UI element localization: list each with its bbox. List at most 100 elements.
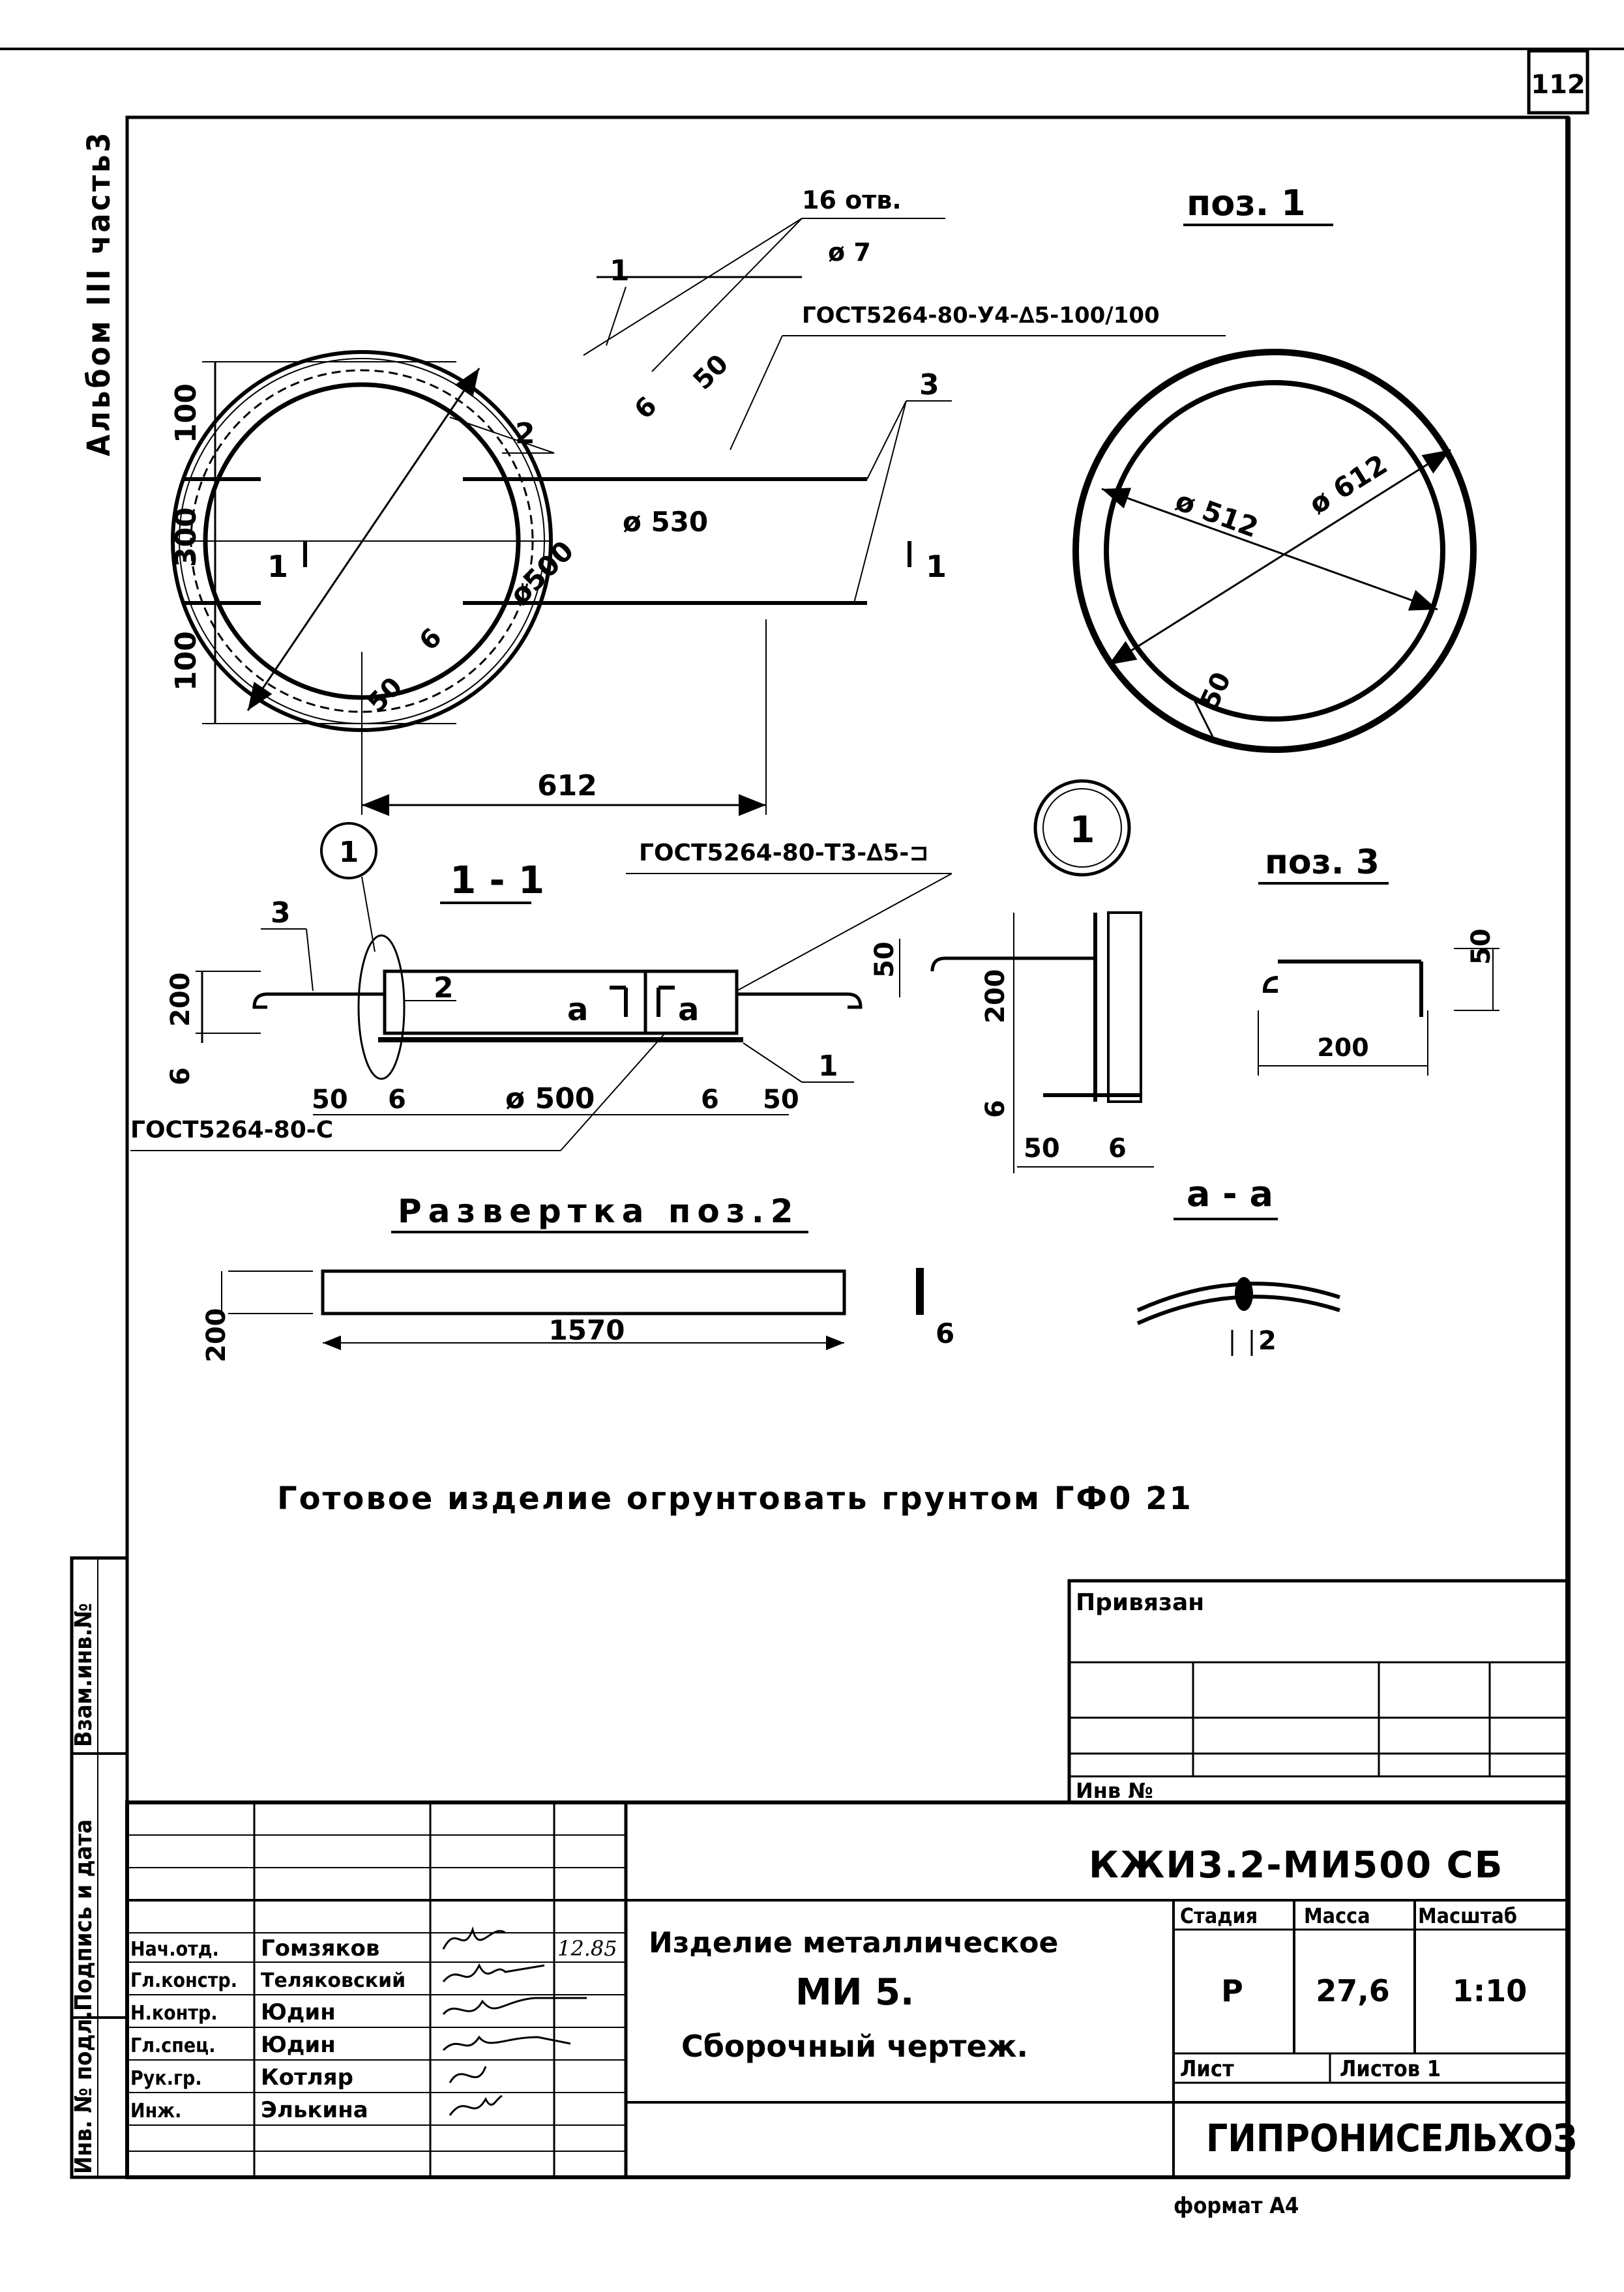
dim-section-6: 6 — [166, 1067, 196, 1085]
dim-dia530: ø 530 — [623, 506, 708, 538]
signatures — [442, 1926, 587, 2116]
name-6: Элькина — [261, 2097, 368, 2123]
sheet-number: 112 — [1531, 70, 1586, 100]
detail-1: 1 200 6 50 6 — [930, 779, 1154, 1173]
organization: ГИПРОНИСЕЛЬХОЗ — [1206, 2116, 1577, 2160]
title-section-a-a: а - а — [1187, 1173, 1273, 1214]
pos1-plan-view: ø500 ø 530 100 300 100 612 1 1 16 отв. ø… — [170, 186, 1226, 816]
side-label-vzam: Взам.инв.№ — [70, 1603, 97, 1747]
section-mark-left: 1 — [267, 549, 288, 584]
title-block: Нач.отд. Гомзяков Гл.констр. Теляковский… — [125, 1800, 1577, 2179]
detail-mark-small: 1 — [339, 836, 359, 869]
callout-2: 2 — [515, 417, 535, 450]
signature-rows: Нач.отд. Гомзяков Гл.констр. Теляковский… — [130, 1926, 617, 2123]
detail-mark: 1 — [1070, 809, 1095, 851]
note-finish: Готовое изделие огрунтовать грунтом ГФ0 … — [277, 1480, 1193, 1517]
pos1-ring-view: поз. 1 ø 512 ø 612 50 — [1072, 183, 1477, 753]
sheet-format: формат А4 — [1174, 2193, 1299, 2219]
col-stage: Стадия — [1180, 1903, 1258, 1928]
col-mass: Масса — [1304, 1903, 1370, 1928]
title-pos1: поз. 1 — [1187, 183, 1306, 224]
dim-detail-200: 200 — [981, 969, 1011, 1024]
sheets-count: Листов 1 — [1340, 2056, 1441, 2082]
name-5: Котляр — [261, 2064, 353, 2091]
title-unfold: Развертка поз.2 — [398, 1192, 800, 1230]
title-pos3: поз. 3 — [1265, 843, 1380, 882]
dim-detail-6: 6 — [981, 1100, 1011, 1118]
dim-50-top: 50 — [688, 349, 735, 396]
callout-3-section: 3 — [271, 896, 291, 930]
callout-3: 3 — [919, 368, 939, 402]
unfold-pos2: Развертка поз.2 200 1570 6 — [201, 1192, 954, 1362]
product-line-1: Изделие металлическое — [649, 1926, 1058, 1960]
dim-6-bottom: 6 — [414, 623, 448, 656]
stage-value: Р — [1221, 1973, 1243, 2008]
dim-section-50-top: 50 — [870, 941, 900, 978]
dim-pos3-200: 200 — [1317, 1033, 1368, 1062]
col-scale: Масштаб — [1418, 1903, 1517, 1928]
inv-label: Инв № — [1076, 1778, 1153, 1803]
note-gost-bottom: ГОСТ5264-80-С — [130, 1117, 333, 1143]
binding-label: Привязан — [1076, 1589, 1204, 1616]
dim-section-50-right: 50 — [763, 1085, 799, 1115]
dim-300: 300 — [170, 507, 203, 567]
product-line-3: Сборочный чертеж. — [681, 2029, 1028, 2064]
title-section-1-1: 1 - 1 — [450, 858, 544, 902]
callout-1-section: 1 — [818, 1050, 838, 1083]
role-4: Гл.спец. — [130, 2035, 215, 2057]
cut-a-left: а — [567, 992, 588, 1028]
dim-50-ring: 50 — [1194, 668, 1237, 713]
dim-dia612: ø 612 — [1303, 448, 1393, 520]
scale-value: 1:10 — [1453, 1973, 1527, 2008]
dim-unfold-200: 200 — [201, 1308, 231, 1363]
dim-aa-2: 2 — [1258, 1326, 1277, 1356]
dim-unfold-1570: 1570 — [549, 1314, 625, 1346]
dim-dia512: ø 512 — [1172, 484, 1263, 544]
dim-section-6-right: 6 — [701, 1085, 719, 1115]
sheet-label: Лист — [1180, 2056, 1234, 2082]
note-hole-dia: ø 7 — [828, 238, 871, 267]
binding-block: Привязан Инв № — [1067, 1579, 1570, 1804]
side-label-podpis: Подпись и дата — [70, 1819, 97, 2011]
name-4: Юдин — [261, 2032, 336, 2058]
doc-designation: КЖИ3.2-МИ500 СБ — [1089, 1844, 1503, 1887]
section-1-1: 1 - 1 1 3 2 1 а а ГОСТ5264-80-Т3-∆5-⊐ — [130, 822, 952, 1151]
dim-detail-50: 50 — [1024, 1134, 1060, 1164]
sheet-number-box: 112 — [1527, 49, 1589, 115]
name-2: Теляковский — [261, 1969, 406, 1992]
dim-100-bottom: 100 — [170, 631, 203, 691]
section-mark-right: 1 — [926, 549, 947, 584]
dim-6-top: 6 — [629, 391, 663, 425]
date-12-85: 12.85 — [557, 1936, 617, 1961]
note-holes: 16 отв. — [802, 186, 902, 214]
cut-a-right: а — [678, 992, 699, 1028]
role-2: Гл.констр. — [130, 1969, 237, 1992]
pos3-view: поз. 3 200 50 — [1258, 843, 1499, 1076]
role-5: Рук.гр. — [130, 2067, 202, 2090]
dim-detail-6b: 6 — [1108, 1134, 1127, 1164]
note-gost-top: ГОСТ5264-80-У4-∆5-100/100 — [802, 302, 1160, 329]
role-3: Н.контр. — [130, 2002, 218, 2025]
left-stamp-strip: Взам.инв.№ Подпись и дата Инв. № подл. — [70, 1556, 129, 2179]
dim-100-top: 100 — [170, 383, 203, 443]
callout-2-section: 2 — [434, 971, 454, 1005]
product-line-2: МИ 5. — [795, 1971, 914, 2014]
note-gost-mid: ГОСТ5264-80-Т3-∆5-⊐ — [639, 840, 928, 866]
callout-1: 1 — [610, 254, 630, 287]
dim-section-200: 200 — [166, 973, 196, 1027]
section-a-a: а - а 2 — [1136, 1173, 1340, 1356]
dim-section-50-left: 50 — [312, 1085, 348, 1115]
dim-section-500: ø 500 — [505, 1082, 595, 1115]
dim-pos3-50: 50 — [1466, 928, 1496, 965]
name-1: Гомзяков — [261, 1935, 379, 1961]
dim-section-6-left: 6 — [388, 1085, 406, 1115]
dim-612: 612 — [537, 769, 597, 802]
role-1: Нач.отд. — [130, 1938, 219, 1961]
name-3: Юдин — [261, 1999, 336, 2025]
side-label-inv-podl: Инв. № подл. — [70, 2010, 97, 2174]
album-label: Альбом III часть3 — [81, 130, 117, 456]
mass-value: 27,6 — [1316, 1973, 1390, 2008]
dim-unfold-6: 6 — [936, 1317, 954, 1349]
role-6: Инж. — [130, 2100, 181, 2123]
